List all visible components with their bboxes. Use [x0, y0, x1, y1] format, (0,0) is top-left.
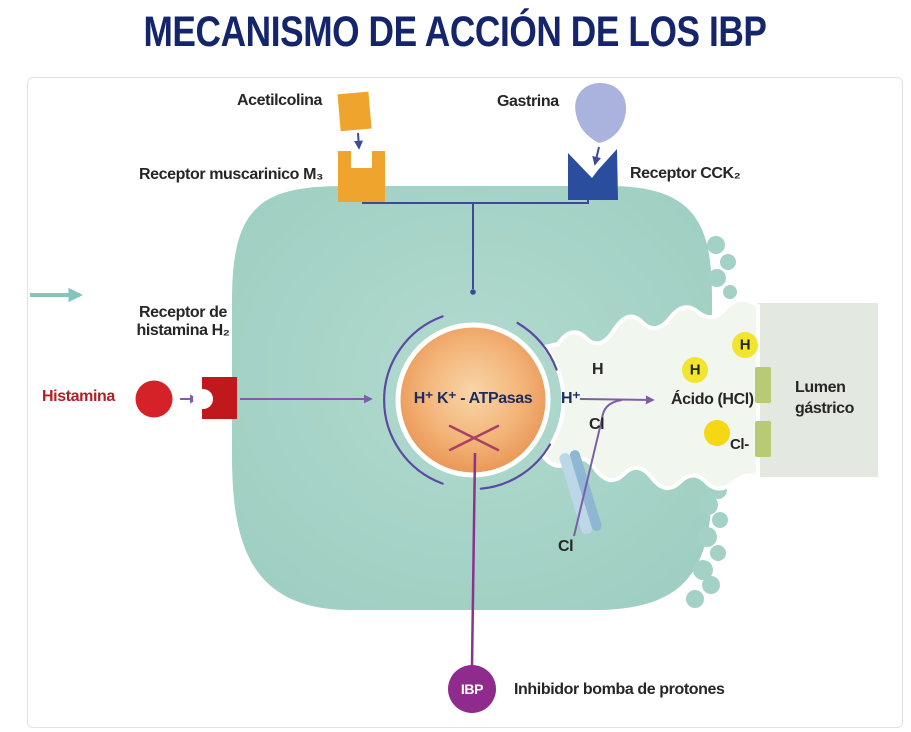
ibp-badge-circle [448, 665, 496, 713]
chloride-ion [704, 420, 730, 446]
hydrogen-ion-2 [732, 332, 758, 358]
lumen-marker-1 [755, 367, 771, 403]
ibp-inhibition-line [470, 452, 477, 667]
page-title: MECANISMO DE ACCIÓN DE LOS IBP [143, 8, 767, 56]
ibp-description-label: Inhibidor bomba de protones [514, 681, 725, 698]
hydrogen-ion-2-label: H [739, 336, 751, 354]
signal-end-dot [470, 289, 476, 295]
chloride-ion-label: Cl- [730, 436, 749, 453]
gastrin-arrow [592, 146, 602, 166]
inhibition-x-icon [448, 424, 500, 452]
histamine-ligand [135, 380, 173, 418]
h2-receptor-label-line1: Receptor de [138, 304, 228, 321]
m3-receptor-label: Receptor muscarinico M₃ [139, 166, 324, 183]
cl-upper-label: Cl [589, 416, 605, 433]
h2-receptor-notch [193, 389, 213, 409]
ibp-badge-label: IBP [460, 680, 484, 697]
gastrin-label: Gastrina [497, 93, 559, 110]
proton-pump-circle [395, 322, 551, 478]
lumen-label-line2: gástrico [795, 400, 855, 417]
h2-receptor-label: Receptor de histamina H₂ [137, 304, 230, 341]
h-plus-label: H⁺ [561, 390, 581, 407]
m3-receptor [338, 151, 385, 202]
cck2-receptor-label: Receptor CCK₂ [630, 165, 741, 182]
cl-lower-label: Cl [558, 538, 574, 555]
lumen-label-line1: Lumen [795, 379, 846, 396]
hydrogen-ion-1-label: H [689, 361, 701, 379]
histamine-label: Histamina [42, 388, 115, 405]
pump-ring-arcs [383, 315, 558, 490]
cck2-receptor [568, 149, 618, 200]
gastrin-ligand [575, 83, 627, 143]
acid-label: Ácido (HCl) [671, 391, 754, 408]
acetylcholine-label: Acetilcolina [237, 92, 323, 109]
atpase-label: H⁺ K⁺ - ATPasas [413, 389, 533, 407]
h2-receptor-label-line2: histamina H₂ [136, 322, 230, 340]
acetylcholine-arrow [354, 132, 364, 150]
lumen-label: Lumen gástrico [795, 377, 854, 419]
acetylcholine-ligand [337, 91, 372, 132]
h-label: H [592, 361, 604, 378]
lumen-marker-2 [755, 421, 771, 457]
proton-secretion-arrow [579, 395, 655, 405]
hydrogen-ion-1 [682, 357, 708, 383]
chloride-path-line [573, 399, 623, 537]
